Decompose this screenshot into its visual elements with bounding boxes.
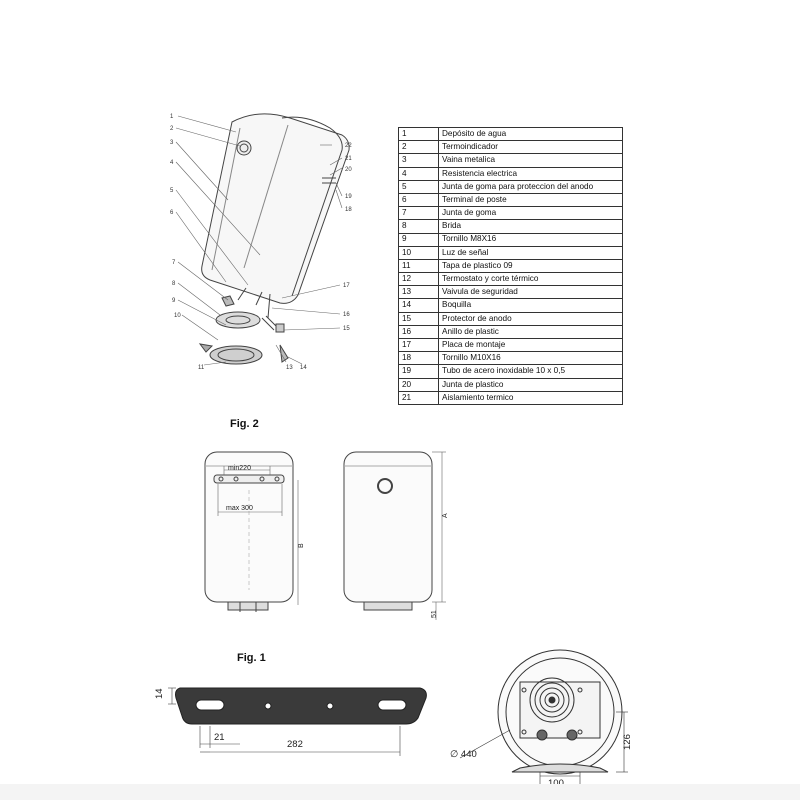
fig2-min-dimension: min220 bbox=[228, 465, 251, 472]
fig1-diameter: ∅ 440 bbox=[450, 749, 477, 760]
callout-4: 4 bbox=[170, 160, 174, 166]
callout-10: 10 bbox=[174, 313, 181, 319]
callout-2: 2 bbox=[170, 126, 174, 132]
fig2-label: Fig. 2 bbox=[230, 418, 259, 430]
fig2-side-dimension: A bbox=[442, 513, 449, 518]
fig2-bottom-dimension: 51 bbox=[431, 610, 438, 618]
fig1-bracket-height: 14 bbox=[154, 688, 165, 699]
callout-9: 9 bbox=[172, 298, 176, 304]
callout-14: 14 bbox=[300, 365, 307, 371]
fig2-max-dimension: max 300 bbox=[226, 505, 253, 512]
callout-1: 1 bbox=[170, 114, 174, 120]
callout-19: 19 bbox=[345, 194, 352, 200]
callout-21: 21 bbox=[345, 156, 352, 162]
fig1-bracket-width: 282 bbox=[287, 739, 303, 750]
callout-15: 15 bbox=[343, 326, 350, 332]
callout-11: 11 bbox=[198, 365, 205, 371]
callout-20: 20 bbox=[345, 167, 352, 173]
fig2-height-dimension: B bbox=[298, 543, 305, 548]
page-bottom-strip bbox=[0, 784, 800, 800]
callout-7: 7 bbox=[172, 260, 176, 266]
callout-22: 22 bbox=[345, 143, 352, 149]
callout-3: 3 bbox=[170, 140, 174, 146]
fig1-hole-offset: 21 bbox=[214, 732, 225, 743]
callout-13: 13 bbox=[286, 365, 293, 371]
fig1-foot-width: 100 bbox=[548, 778, 564, 789]
callout-16: 16 bbox=[343, 312, 350, 318]
callout-5: 5 bbox=[170, 188, 174, 194]
callout-18: 18 bbox=[345, 207, 352, 213]
fig1-outlet-height: 126 bbox=[622, 734, 633, 750]
callout-6: 6 bbox=[170, 210, 174, 216]
part-description: Aislamiento termico bbox=[438, 390, 623, 405]
callout-17: 17 bbox=[343, 283, 350, 289]
fig1-label: Fig. 1 bbox=[237, 652, 266, 664]
callout-8: 8 bbox=[172, 281, 176, 287]
